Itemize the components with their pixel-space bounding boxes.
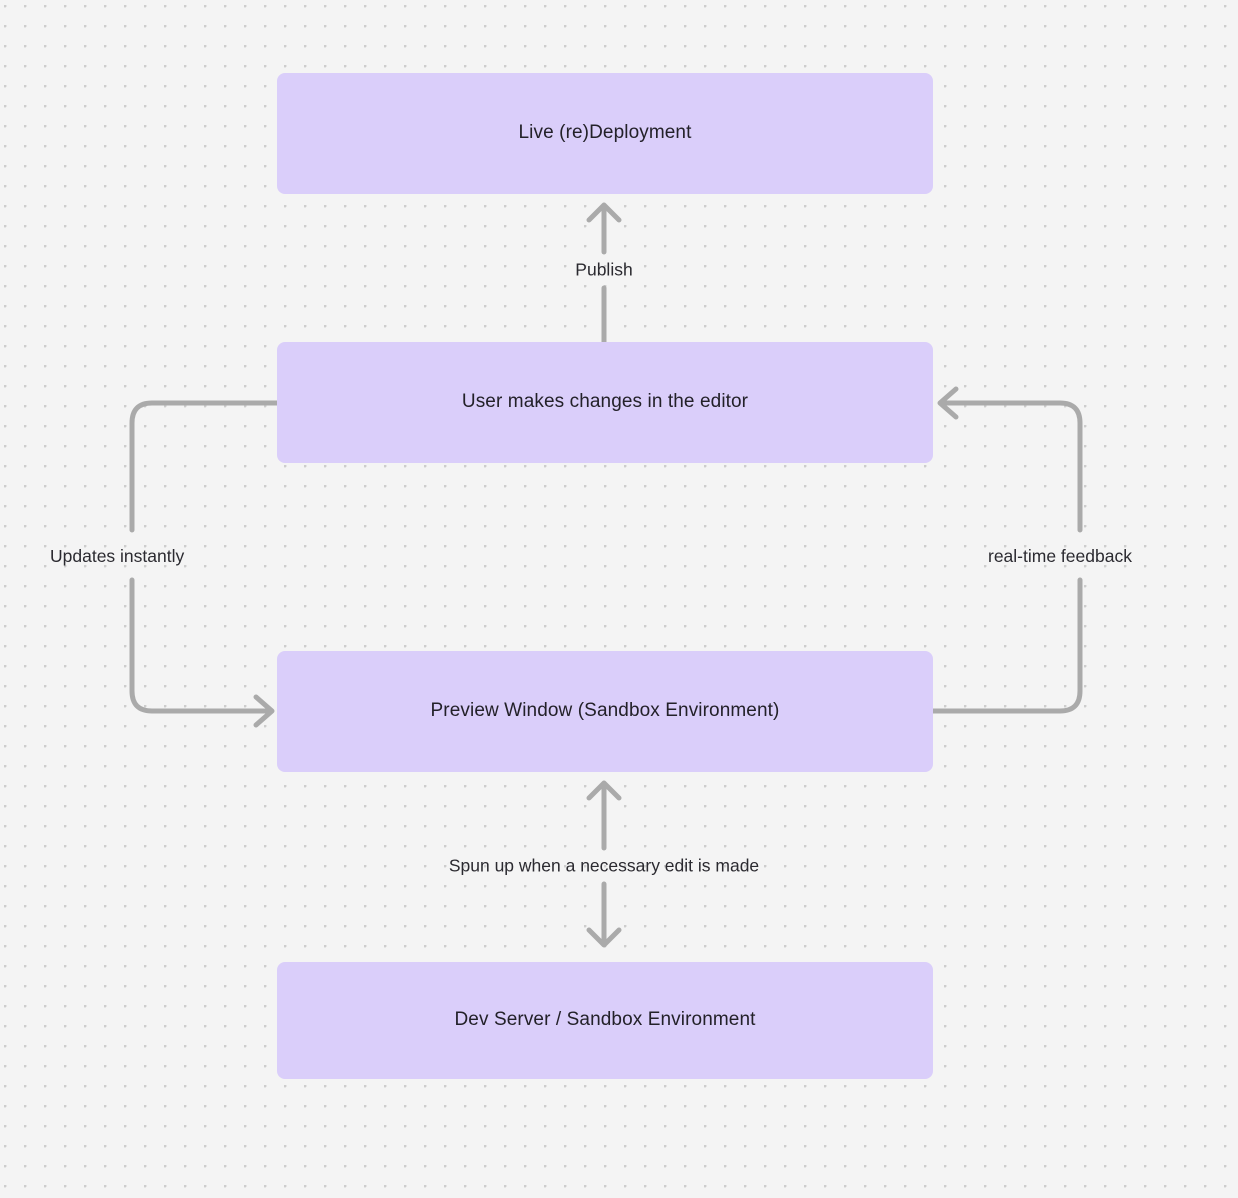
node-user-edits[interactable]: User makes changes in the editor — [277, 342, 933, 463]
arrowhead-left-real-time-feedback — [937, 386, 959, 420]
arrowhead-down-spun-up — [586, 927, 622, 948]
arrowhead-up-spun-up — [586, 780, 622, 801]
node-preview-window[interactable]: Preview Window (Sandbox Environment) — [277, 651, 933, 772]
node-dev-server[interactable]: Dev Server / Sandbox Environment — [277, 962, 933, 1079]
node-live-deployment-label: Live (re)Deployment — [518, 122, 692, 144]
edge-label-publish[interactable]: Publish — [575, 259, 633, 280]
edge-label-real-time-feedback[interactable]: real-time feedback — [988, 546, 1132, 566]
arrowhead-up-publish — [586, 202, 622, 223]
node-preview-window-label: Preview Window (Sandbox Environment) — [430, 700, 780, 722]
edge-label-updates-instantly[interactable]: Updates instantly — [50, 546, 185, 566]
node-live-deployment[interactable]: Live (re)Deployment — [277, 73, 933, 194]
node-dev-server-label: Dev Server / Sandbox Environment — [454, 1009, 756, 1031]
arrowhead-right-updates-instantly — [253, 694, 275, 728]
node-user-edits-label: User makes changes in the editor — [461, 391, 749, 413]
edge-label-spun-up[interactable]: Spun up when a necessary edit is made — [448, 855, 760, 876]
